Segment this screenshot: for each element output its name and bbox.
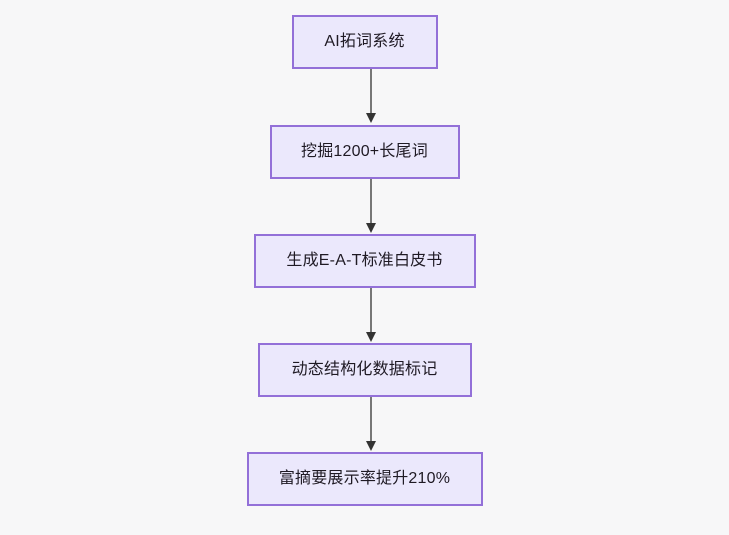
flow-node-label: 富摘要展示率提升210%	[278, 470, 451, 487]
edge-line	[370, 397, 372, 443]
flow-node-generate-eat-whitepaper[interactable]: 生成E-A-T标准白皮书	[253, 234, 476, 288]
flow-node-label: AI拓词系统	[324, 33, 405, 50]
flow-node-rich-snippet-impression-uplift[interactable]: 富摘要展示率提升210%	[246, 452, 483, 506]
flow-node-mine-longtail-keywords[interactable]: 挖掘1200+长尾词	[269, 125, 460, 179]
flow-node-label: 生成E-A-T标准白皮书	[286, 252, 443, 269]
flow-node-ai-keyword-system[interactable]: AI拓词系统	[291, 15, 438, 69]
flow-node-label: 动态结构化数据标记	[291, 361, 438, 378]
flow-node-label: 挖掘1200+长尾词	[301, 143, 428, 160]
arrow-down-icon	[365, 113, 376, 123]
edge-line	[370, 179, 372, 225]
flow-node-dynamic-structured-data-markup[interactable]: 动态结构化数据标记	[257, 343, 472, 397]
arrow-down-icon	[365, 332, 376, 342]
edge-line	[370, 288, 372, 334]
arrow-down-icon	[365, 223, 376, 233]
arrow-down-icon	[365, 441, 376, 451]
edge-line	[370, 69, 372, 115]
